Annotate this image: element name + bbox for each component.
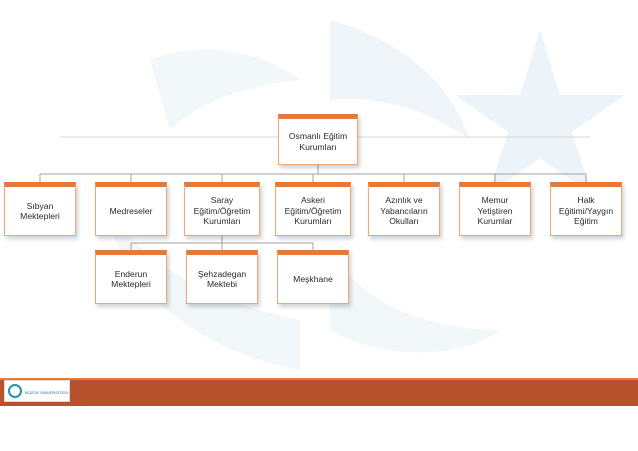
node-label: Medreseler	[109, 205, 153, 216]
logo-emblem-icon	[8, 384, 22, 398]
node-askeri-egitim-kurumlari: Askeri Eğitim/Öğretim Kurumları	[275, 182, 351, 236]
node-enderun-mektepleri: Enderun Mektepleri	[95, 250, 167, 304]
node-label: Askeri Eğitim/Öğretim Kurumları	[284, 195, 342, 227]
node-label: Meşkhane	[293, 273, 333, 284]
node-label: Şehzadegan Mektebi	[197, 268, 247, 290]
node-azinlik-yabanci-okullari: Azınlık ve Yabancıların Okulları	[368, 182, 440, 236]
node-saray-egitim-kurumlari: Saray Eğitim/Öğretim Kurumları	[184, 182, 260, 236]
node-label: Sıbyan Mektepleri	[20, 200, 60, 222]
university-logo: BOZOK ÜNİVERSİTESİ	[4, 380, 70, 402]
node-label: Osmanlı Eğitim Kurumları	[288, 131, 348, 152]
node-label: Memur Yetiştiren Kurumlar	[477, 195, 513, 227]
node-sehzadegan-mektebi: Şehzadegan Mektebi	[186, 250, 258, 304]
node-label: Enderun Mektepleri	[111, 268, 151, 290]
node-osmanli-egitim-kurumlari: Osmanlı Eğitim Kurumları	[278, 114, 358, 165]
node-label: Azınlık ve Yabancıların Okulları	[380, 195, 428, 227]
node-label: Halk Eğitimi/Yaygın Eğitim	[558, 195, 614, 227]
logo-text: BOZOK ÜNİVERSİTESİ	[25, 390, 68, 395]
node-meskhane: Meşkhane	[277, 250, 349, 304]
node-medreseler: Medreseler	[95, 182, 167, 236]
footer-bar	[0, 378, 638, 406]
node-memur-yetistiren-kurumlar: Memur Yetiştiren Kurumlar	[459, 182, 531, 236]
node-label: Saray Eğitim/Öğretim Kurumları	[193, 195, 251, 227]
node-sibyan-mektepleri: Sıbyan Mektepleri	[4, 182, 76, 236]
node-halk-egitimi: Halk Eğitimi/Yaygın Eğitim	[550, 182, 622, 236]
